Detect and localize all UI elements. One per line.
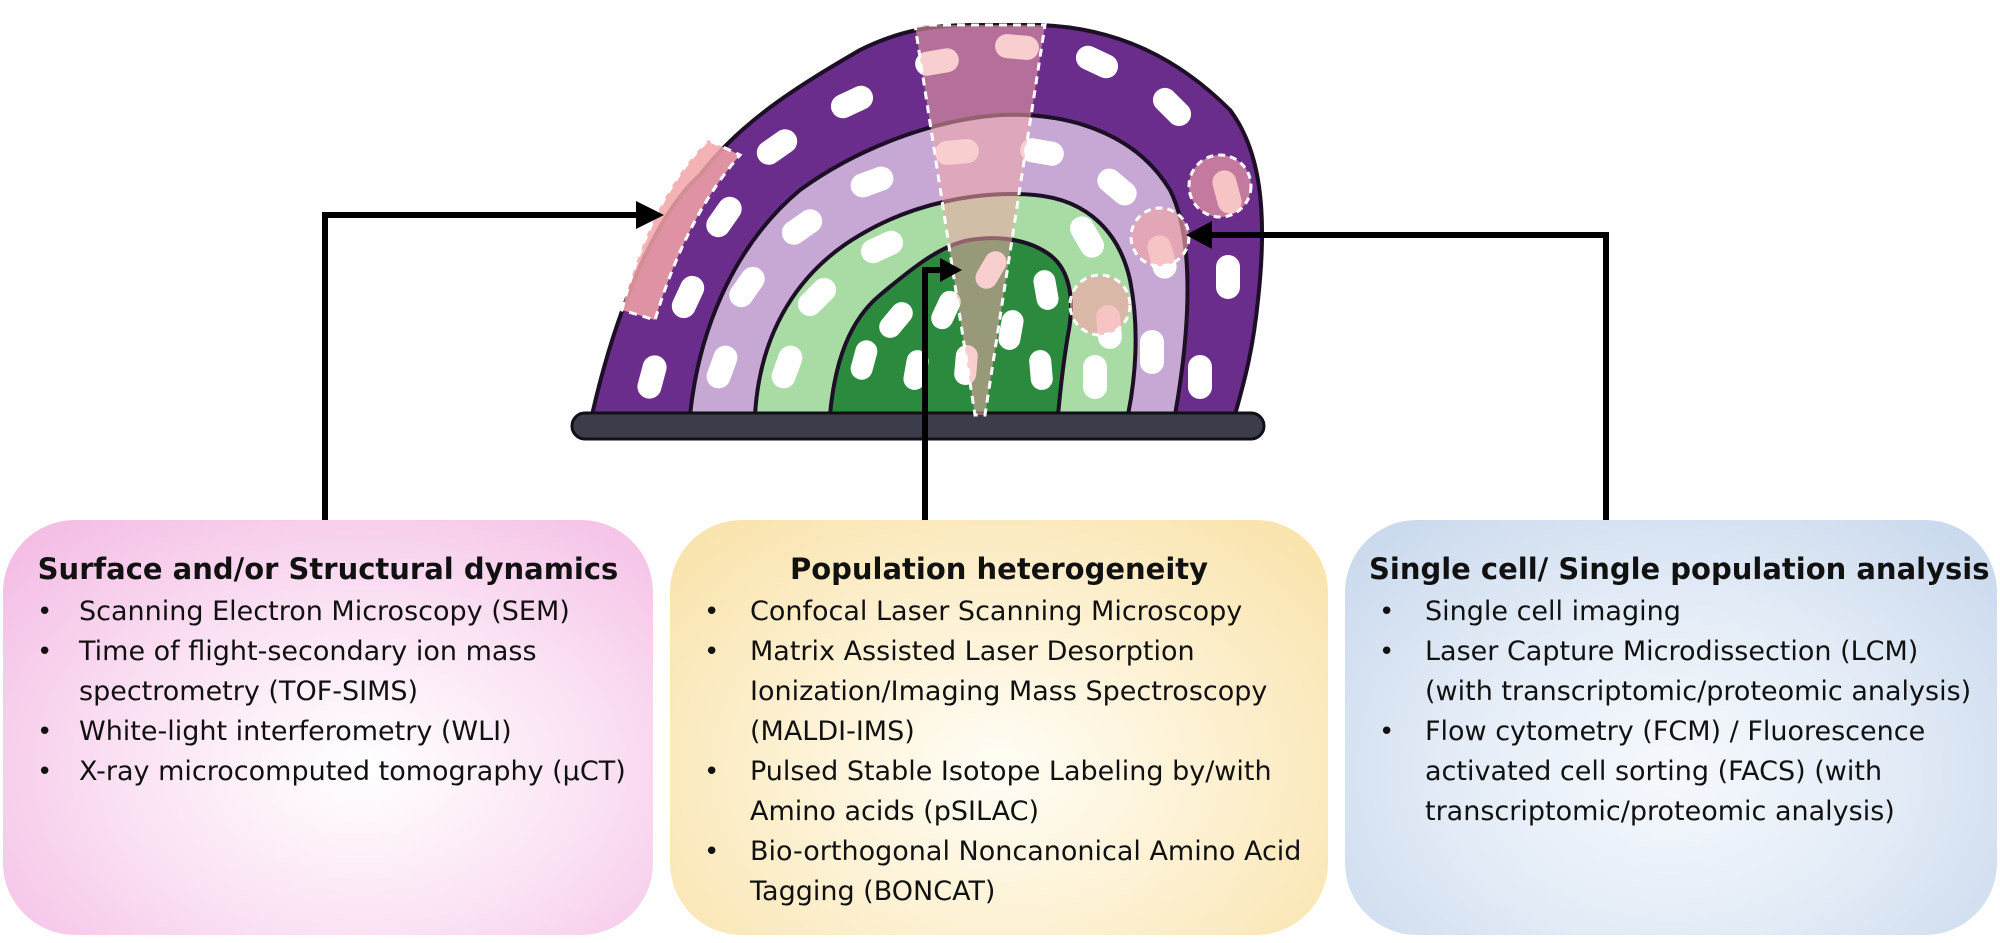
list-item: Single cell imaging (1369, 592, 1973, 632)
single-panel-title: Single cell/ Single population analysis (1369, 552, 1990, 586)
core-layer-cells (850, 251, 1059, 390)
arrow-single-line (1205, 232, 1609, 520)
connector-arrows (322, 212, 1609, 520)
population-heterogeneity-panel: Population heterogeneity Confocal Laser … (670, 520, 1328, 935)
single-method-list: Single cell imaging Laser Capture Microd… (1369, 592, 1973, 832)
arrow-population-head (940, 258, 962, 282)
arrow-single-head (1186, 221, 1212, 249)
arrow-surface-head (636, 201, 664, 229)
sampling-wedge (913, 23, 1047, 417)
surface-dynamics-panel: Surface and/or Structural dynamics Scann… (3, 520, 653, 935)
arrow-population-line (922, 267, 945, 520)
list-item: Laser Capture Microdissection (LCM) (wit… (1369, 632, 1973, 712)
list-item: Bio-orthogonal Noncanonical Amino Acid T… (694, 832, 1304, 912)
surface-method-list: Scanning Electron Microscopy (SEM) Time … (27, 592, 629, 792)
list-item: Confocal Laser Scanning Microscopy (694, 592, 1304, 632)
arrow-heads (636, 201, 1212, 282)
population-panel-title: Population heterogeneity (789, 552, 1209, 586)
list-item: Scanning Electron Microscopy (SEM) (27, 592, 629, 632)
population-method-list: Confocal Laser Scanning Microscopy Matri… (694, 592, 1304, 912)
substratum-bar (570, 411, 1266, 441)
arrow-surface-line (322, 212, 640, 520)
list-item: White-light interferometry (WLI) (27, 712, 629, 752)
list-item: Matrix Assisted Laser Desorption Ionizat… (694, 632, 1304, 752)
surface-panel-title: Surface and/or Structural dynamics (37, 552, 619, 586)
list-item: Flow cytometry (FCM) / Fluorescence acti… (1369, 712, 1973, 832)
list-item: Pulsed Stable Isotope Labeling by/with A… (694, 752, 1304, 832)
single-cell-analysis-panel: Single cell/ Single population analysis … (1345, 520, 1997, 935)
surface-highlight-patch (620, 138, 743, 322)
single-cell-highlight-circles (1068, 153, 1253, 337)
list-item: X-ray microcomputed tomography (µCT) (27, 752, 629, 792)
list-item: Time of flight-secondary ion mass spectr… (27, 632, 629, 712)
